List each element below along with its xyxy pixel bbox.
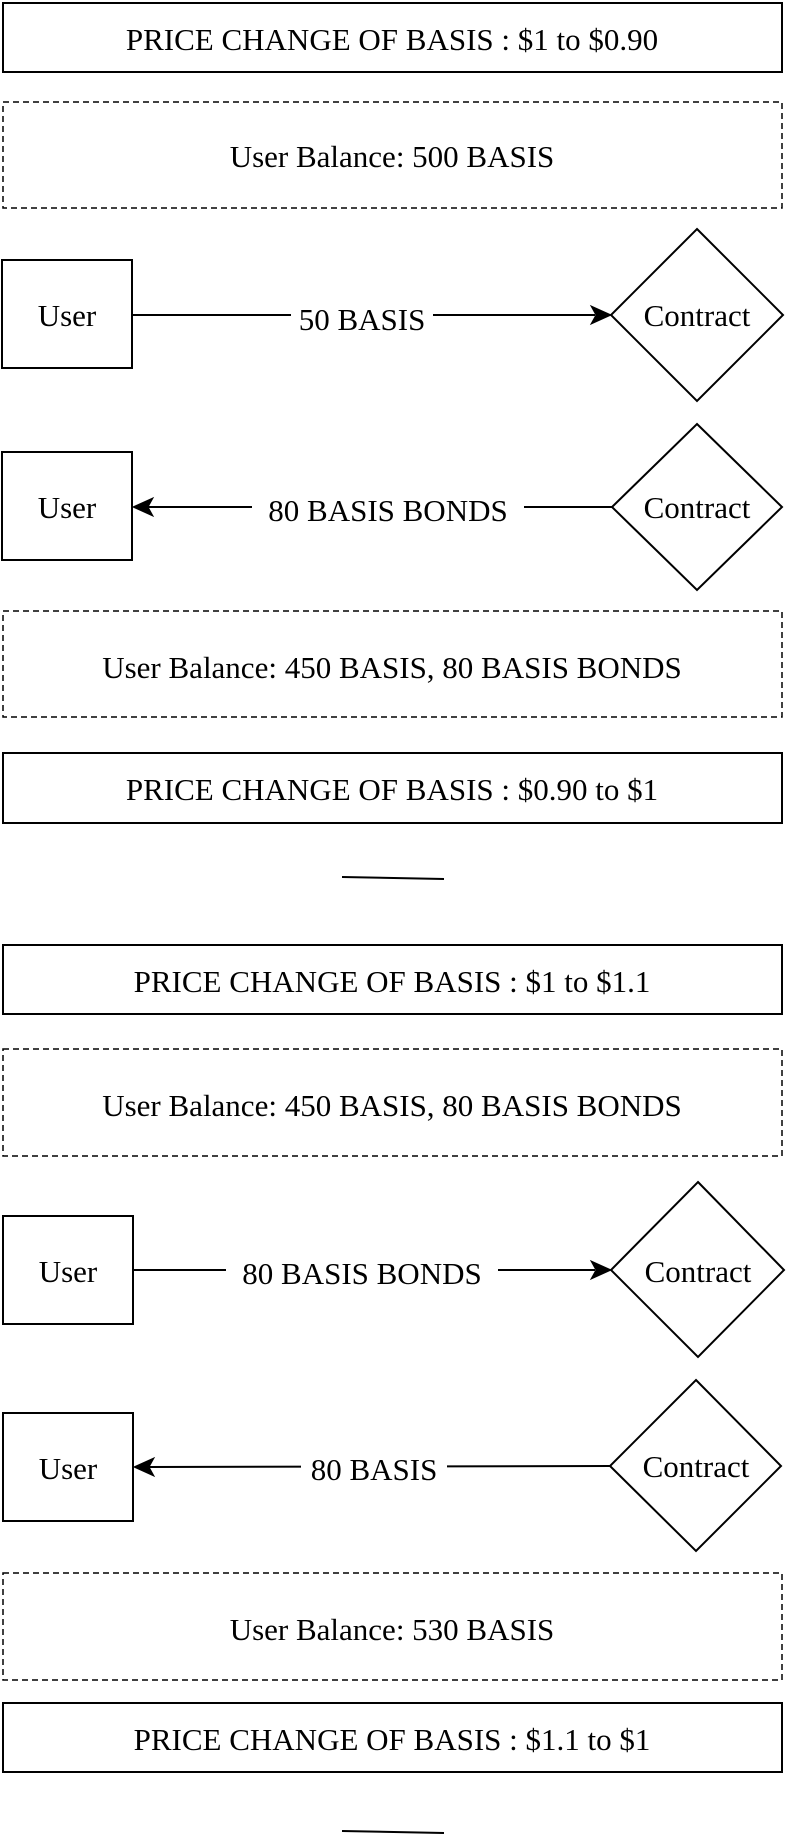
price-change-start-box: [2, 944, 783, 1015]
scenario-1: PRICE CHANGE OF BASIS : $1 to $0.90 User…: [1, 2, 785, 880]
user-node-label: User: [38, 298, 97, 333]
balance-after-box: [2, 1572, 783, 1681]
price-change-start-label: PRICE CHANGE OF BASIS : $1 to $0.90: [126, 22, 658, 57]
balance-before-box: [2, 1048, 783, 1157]
price-change-end-label: PRICE CHANGE OF BASIS : $1.1 to $1: [134, 1722, 651, 1757]
user-node: [2, 1215, 134, 1325]
contract-node-label: Contract: [644, 298, 751, 333]
contract-node: [609, 1180, 786, 1359]
balance-after-box: [2, 610, 783, 718]
balance-before-label: User Balance: 450 BASIS, 80 BASIS BONDS: [102, 1088, 682, 1123]
price-change-end-label: PRICE CHANGE OF BASIS : $0.90 to $1: [126, 772, 658, 807]
user-node-label: User: [39, 1254, 98, 1289]
user-node: [1, 259, 133, 369]
balance-before-label: User Balance: 500 BASIS: [230, 139, 555, 174]
arrow-label: 80 BASIS BONDS: [242, 1256, 481, 1291]
arrow-head: [589, 304, 613, 326]
contract-node: [610, 422, 784, 592]
contract-node: [608, 1378, 783, 1553]
transfer-step-2: User Contract 80 BASIS BONDS: [1, 422, 784, 592]
transfer-step-2: User Contract 80 BASIS: [2, 1378, 783, 1553]
contract-node-label: Contract: [645, 1254, 752, 1289]
arrow-head: [132, 1456, 156, 1478]
balance-before-box: [2, 101, 783, 209]
price-change-end-box: [2, 1702, 783, 1773]
contract-node-label: Contract: [644, 490, 751, 525]
price-change-start-box: [2, 2, 783, 73]
contract-node: [609, 227, 785, 403]
arrow-label-bg: [301, 1449, 447, 1487]
balance-after-label: User Balance: 530 BASIS: [230, 1612, 555, 1647]
transfer-step-1: User Contract 80 BASIS BONDS: [2, 1180, 786, 1359]
price-change-start-label: PRICE CHANGE OF BASIS : $1 to $1.1: [134, 964, 651, 999]
scenario-2: PRICE CHANGE OF BASIS : $1 to $1.1 User …: [2, 944, 786, 1834]
user-node: [1, 451, 133, 561]
arrow-label: 80 BASIS: [311, 1452, 438, 1487]
contract-node-label: Contract: [643, 1449, 750, 1484]
balance-after-label: User Balance: 450 BASIS, 80 BASIS BONDS: [102, 650, 682, 685]
transfer-step-1: User Contract 50 BASIS: [1, 227, 785, 403]
arrow-label-bg: [291, 297, 433, 335]
section-separator: [341, 876, 445, 880]
arrow-label-bg: [252, 489, 524, 527]
arrow-head: [131, 496, 155, 518]
user-node-label: User: [38, 490, 97, 525]
arrow-label: 50 BASIS: [299, 302, 426, 337]
arrow-label: 80 BASIS BONDS: [268, 493, 507, 528]
user-node: [2, 1412, 134, 1522]
arrow-head: [589, 1259, 613, 1281]
arrow-label-bg: [226, 1252, 498, 1290]
user-node-label: User: [39, 1451, 98, 1486]
price-change-end-box: [2, 752, 783, 824]
section-separator: [341, 1830, 445, 1834]
